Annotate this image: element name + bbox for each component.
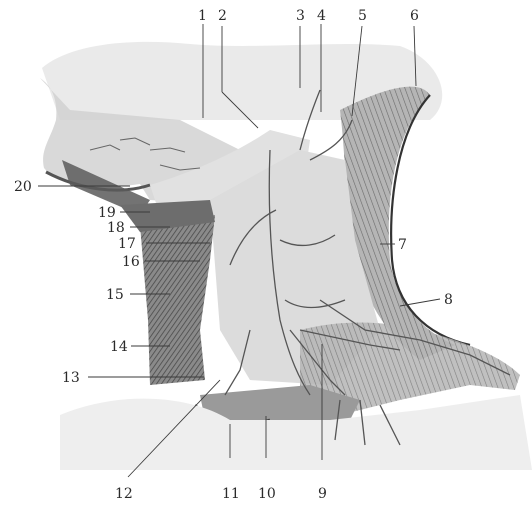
label-4: 4 xyxy=(317,8,326,24)
label-8: 8 xyxy=(444,292,453,308)
label-11: 11 xyxy=(222,486,240,502)
anterior-neck-muscles xyxy=(140,215,215,385)
label-10: 10 xyxy=(258,486,276,502)
label-5: 5 xyxy=(358,8,367,24)
label-19: 19 xyxy=(98,205,116,221)
label-14: 14 xyxy=(110,339,128,355)
label-1: 1 xyxy=(198,8,207,24)
label-13: 13 xyxy=(62,370,80,386)
label-17: 17 xyxy=(118,236,136,252)
label-16: 16 xyxy=(122,254,140,270)
label-15: 15 xyxy=(106,287,124,303)
label-9: 9 xyxy=(318,486,327,502)
label-7: 7 xyxy=(398,237,407,253)
label-12: 12 xyxy=(115,486,133,502)
label-6: 6 xyxy=(410,8,419,24)
label-3: 3 xyxy=(296,8,305,24)
label-20: 20 xyxy=(14,179,32,195)
label-18: 18 xyxy=(107,220,125,236)
label-2: 2 xyxy=(218,8,227,24)
